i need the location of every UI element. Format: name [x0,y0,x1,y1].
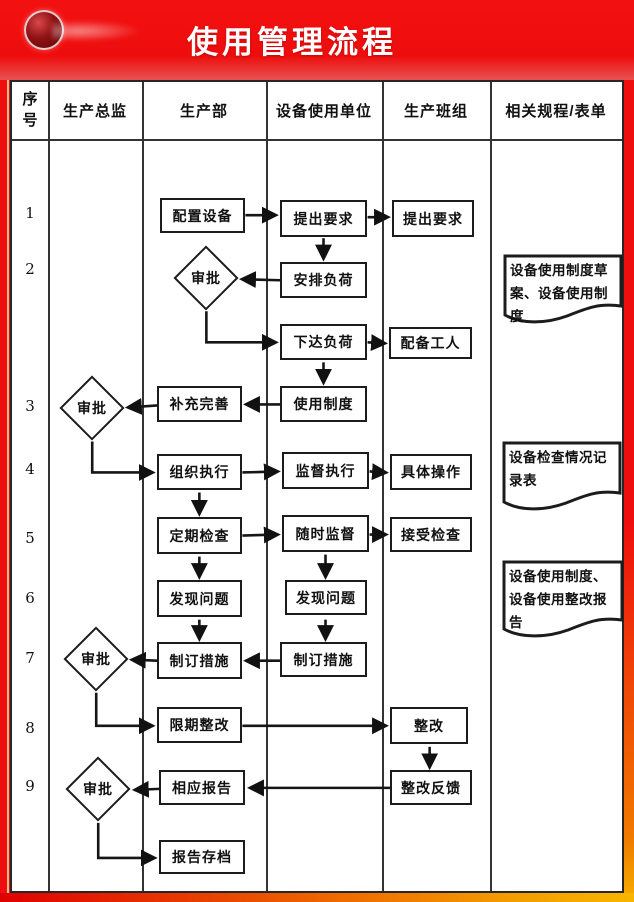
flow-node-rectify-feedback: 整改反馈 [390,770,472,805]
document-usage-rules-draft: 设备使用制度草案、设备使用制度 [503,254,623,327]
decision-label: 审批 [191,270,221,286]
row-number-3: 3 [25,397,35,415]
divider-seq-director [48,82,50,891]
flow-node-make-measures-dept: 制订措施 [157,642,242,679]
header-underline [12,139,622,141]
decision-approve-1: 审批 [173,245,239,311]
column-header-director: 生产总监 [62,103,127,120]
flow-node-make-measures-unit: 制订措施 [280,642,367,677]
flow-node-usage-rules: 使用制度 [280,386,367,422]
flow-node-deadline-rectify: 限期整改 [157,707,242,743]
row-number-7: 7 [25,649,35,667]
flow-node-raise-request-team: 提出要求 [392,200,474,237]
document-shape [503,254,623,324]
flow-node-supervise-execute: 监督执行 [282,452,369,489]
document-rectify-report: 设备使用制度、设备使用整改报告 [502,560,624,642]
flow-node-find-problems-unit: 发现问题 [285,580,367,615]
flow-node-configure-equipment: 配置设备 [160,198,245,233]
page-title: 使用管理流程 [187,25,397,60]
decision-label: 审批 [83,781,113,797]
flow-node-archive-report: 报告存档 [159,840,245,874]
title-banner: 使用管理流程 [0,0,634,80]
flow-node-supplement-improve: 补充完善 [157,386,242,422]
row-number-9: 9 [25,777,35,795]
flow-node-issue-load: 下达负荷 [280,324,367,360]
flow-node-periodic-check: 定期检查 [157,517,242,554]
decision-approve-2: 审批 [59,375,125,441]
document-shape [502,560,624,638]
column-header-seq: 序号 [12,82,48,139]
divider-team-docs [490,82,492,891]
logo-smudge [52,20,142,42]
row-number-4: 4 [25,460,35,478]
frame-right-gradient [624,520,634,893]
divider-unit-team [382,82,384,891]
flow-table: 序号 生产总监 生产部 设备使用单位 生产班组 相关规程/表单 1 2 3 4 … [10,80,624,893]
flow-node-assign-workers: 配备工人 [389,327,472,359]
document-check-record-form: 设备检查情况记录表 [502,441,622,514]
decision-approve-3: 审批 [63,626,129,692]
column-header-dept: 生产部 [179,103,228,120]
column-header-unit: 设备使用单位 [275,103,372,120]
flow-node-find-problems-dept: 发现问题 [157,580,242,617]
row-number-8: 8 [25,719,35,737]
row-number-6: 6 [25,589,35,607]
flow-node-corresponding-report: 相应报告 [159,770,245,805]
document-label: 设备使用制度、设备使用整改报告 [509,569,607,630]
flow-node-anytime-supervise: 随时监督 [282,515,369,552]
row-number-5: 5 [25,529,35,547]
flow-node-specific-operation: 具体操作 [390,454,472,490]
document-shape [502,441,622,511]
document-label: 设备检查情况记录表 [509,450,607,488]
row-number-2: 2 [25,260,35,278]
frame-left-hairline [7,80,9,893]
flow-node-organize-execute: 组织执行 [157,454,242,490]
row-number-1: 1 [25,204,35,222]
flow-node-arrange-load: 安排负荷 [280,262,367,298]
flow-node-rectify: 整改 [390,707,468,744]
decision-label: 审批 [81,651,111,667]
decision-label: 审批 [77,400,107,416]
column-header-team: 生产班组 [403,103,468,120]
column-header-seq-label: 序号 [22,91,38,129]
flow-node-accept-check: 接受检查 [390,517,472,552]
flow-node-raise-request-unit: 提出要求 [280,200,367,237]
divider-dept-unit [266,82,268,891]
decision-approve-4: 审批 [65,756,131,822]
divider-director-dept [142,82,144,891]
bottom-gradient-bar [0,893,634,902]
column-header-docs: 相关规程/表单 [505,103,607,120]
document-label: 设备使用制度草案、设备使用制度 [510,263,608,324]
